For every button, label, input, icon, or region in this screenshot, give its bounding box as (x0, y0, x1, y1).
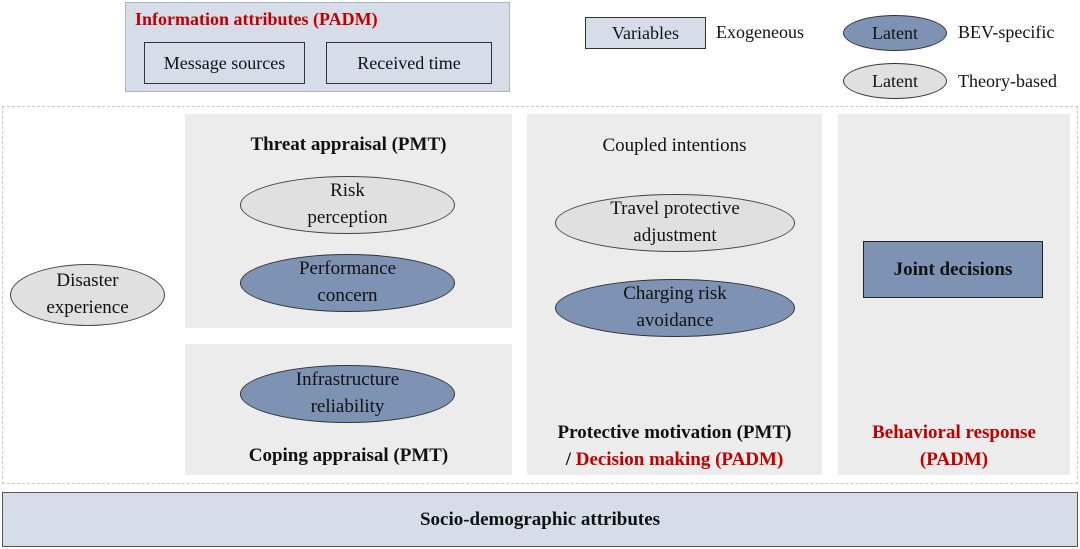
behavioral-response-padm: (PADM) (919, 449, 989, 470)
legend-exogeneous-label: Exogeneous (716, 22, 804, 42)
infrastructure-reliability-ellipse: Infrastructure reliability (240, 365, 455, 423)
legend-variables-box: Variables (585, 17, 706, 49)
legend-bev-specific-label: BEV-specific (958, 22, 1055, 42)
joint-decisions-box: Joint decisions (863, 241, 1043, 298)
decision-making-label: Decision making (PADM) (575, 449, 784, 470)
behavioral-response-title: Behavioral response (872, 422, 1036, 443)
legend-theory-based-label: Theory-based (958, 71, 1057, 91)
decision-making-prefix: / (565, 449, 576, 470)
disaster-experience-ellipse: Disaster experience (10, 264, 165, 326)
socio-demographic-bar: Socio-demographic attributes (2, 492, 1078, 547)
coping-appraisal-title: Coping appraisal (PMT) (248, 445, 449, 466)
risk-perception-ellipse: Risk perception (240, 176, 455, 234)
message-sources-box: Message sources (144, 42, 305, 84)
threat-appraisal-title: Threat appraisal (PMT) (250, 134, 447, 155)
info-attributes-title: Information attributes (PADM) (135, 9, 378, 29)
model-frame (2, 106, 1078, 484)
received-time-box: Received time (326, 42, 492, 84)
charging-risk-avoidance-ellipse: Charging risk avoidance (555, 279, 795, 337)
protective-motivation-title: Protective motivation (PMT) (557, 422, 792, 443)
decision-making-title: / Decision making (PADM) (527, 449, 822, 471)
legend-latent-bev-ellipse: Latent (843, 15, 947, 51)
travel-protective-adjustment-ellipse: Travel protective adjustment (555, 194, 795, 252)
performance-concern-ellipse: Performance concern (240, 254, 455, 312)
coupled-intentions-header: Coupled intentions (602, 135, 747, 156)
legend-latent-theory-ellipse: Latent (843, 63, 947, 99)
